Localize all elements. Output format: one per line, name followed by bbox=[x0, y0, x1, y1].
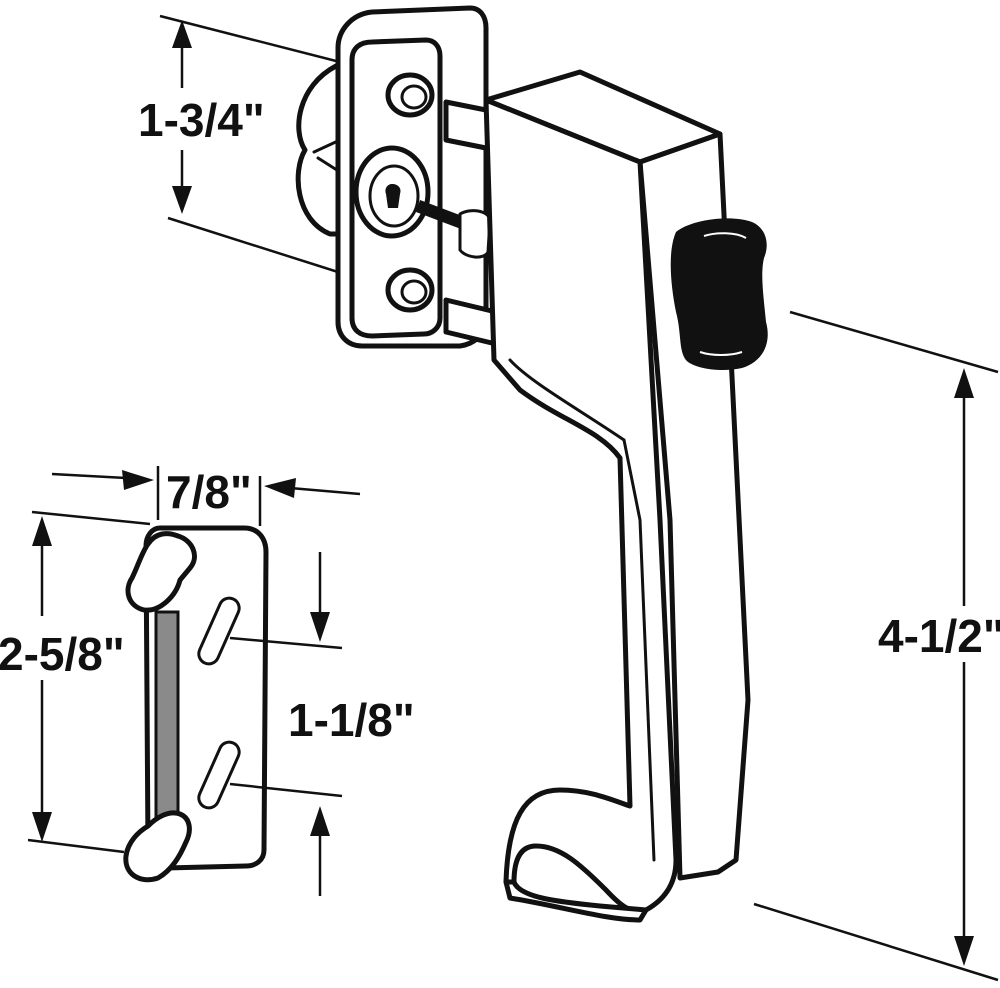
dimension-keeper-width bbox=[51, 466, 361, 526]
dimension-keeper-height bbox=[27, 510, 151, 854]
dimension-handle-height bbox=[753, 310, 999, 982]
label-handle-height: 4-1/2" bbox=[878, 610, 1000, 662]
dimension-plate-height bbox=[159, 14, 341, 274]
label-keeper-height: 2-5/8" bbox=[0, 628, 125, 680]
keeper-strip bbox=[154, 610, 180, 826]
label-plate-height: 1-3/4" bbox=[138, 94, 265, 146]
push-button bbox=[670, 218, 768, 370]
mounting-slot-upper bbox=[197, 596, 241, 666]
key-cylinder bbox=[353, 145, 431, 239]
label-keeper-width: 7/8" bbox=[166, 466, 252, 518]
mounting-post-bottom bbox=[385, 267, 435, 313]
label-slot-spacing: 1-1/8" bbox=[288, 694, 415, 746]
dimension-slot-spacing bbox=[229, 552, 343, 896]
mounting-slot-lower bbox=[197, 740, 241, 810]
mounting-post-top bbox=[385, 72, 435, 118]
keeper-strike-plate bbox=[123, 525, 269, 883]
push-button-latch-handle bbox=[295, 5, 768, 923]
